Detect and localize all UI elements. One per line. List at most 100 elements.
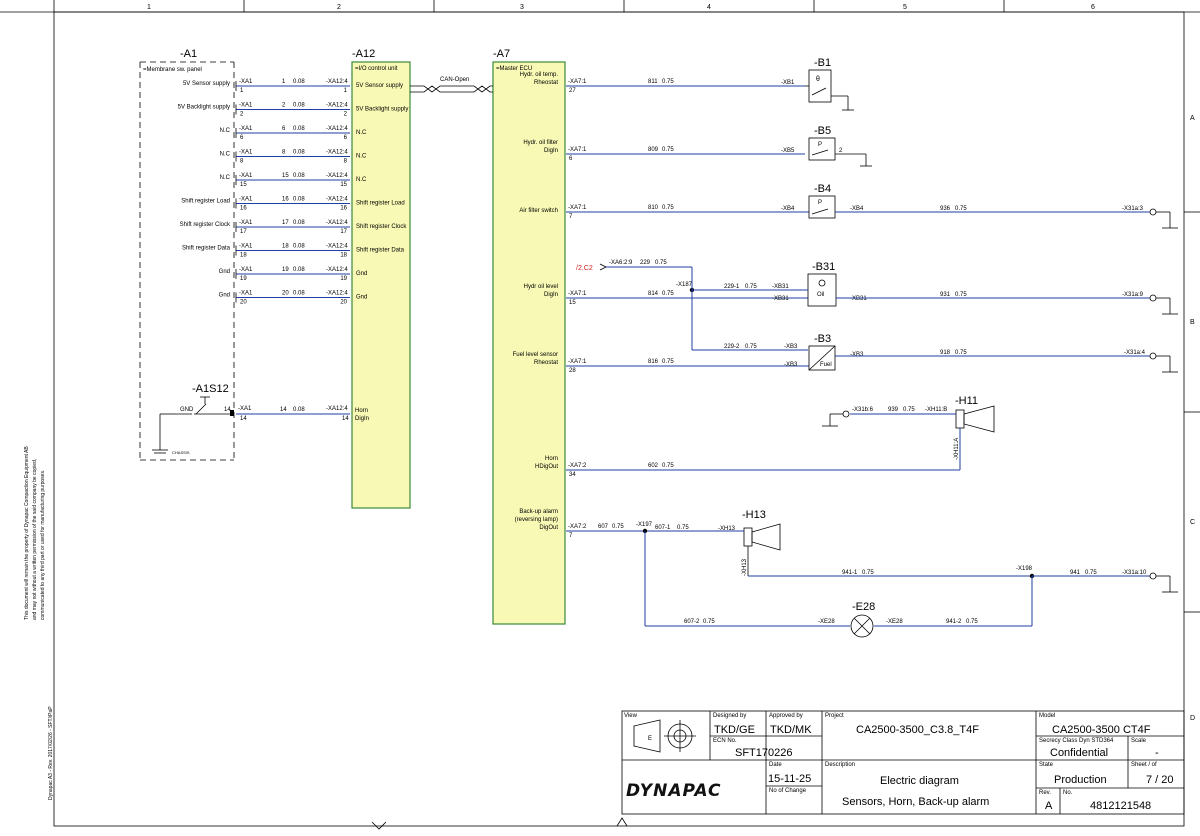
xe28-label-2: -XE28 <box>886 619 903 625</box>
column-6: 6 <box>1091 4 1095 11</box>
a1-xa1-label: -XA1 <box>239 244 253 250</box>
a7-title: -A7 <box>493 48 510 60</box>
wire-number: 811 <box>648 79 658 85</box>
b1-title: -B1 <box>814 57 831 69</box>
a7-row-label: HDigOut <box>535 464 558 470</box>
wire-gauge: 0.08 <box>293 173 305 179</box>
w607-1-gauge: 0.75 <box>677 525 689 531</box>
a1-row-label: Gnd <box>219 293 230 299</box>
row-c: C <box>1190 519 1195 526</box>
b4-title: -B4 <box>814 183 831 195</box>
xb3-label-1: -XB3 <box>784 344 798 350</box>
wire-number: 809 <box>648 147 659 153</box>
xh13-label-2: -XH13 <box>742 558 748 576</box>
a7-row-label: Hydr oil level <box>524 284 558 290</box>
w941-2-gauge: 0.75 <box>966 619 978 625</box>
xb3-label-3: -XB3 <box>850 352 864 358</box>
a7-pin: 34 <box>569 472 576 478</box>
a7-pin: 7 <box>569 214 573 220</box>
a1-xa1-label: -XA1 <box>239 291 253 297</box>
a12-connector-label: -XA12:4 <box>326 126 348 132</box>
a12-connector-label: -XA12:4 <box>326 197 348 203</box>
a1-pin: 1 <box>240 88 244 94</box>
a7-pin: 7 <box>569 533 573 539</box>
secrecy-label: Secrecy Class Dyn STD364 <box>1039 738 1114 744</box>
sheet-label: Sheet / of <box>1131 762 1157 768</box>
a1-xa1-label: -XA1 <box>239 197 253 203</box>
a12-row-label: N.C <box>356 130 367 136</box>
a1-pin: 18 <box>240 253 247 259</box>
wire-gauge: 0.75 <box>662 291 674 297</box>
secrecy-value: Confidential <box>1050 747 1108 759</box>
b3-fuel: Fuel <box>820 362 832 368</box>
wire-gauge: 0.08 <box>293 197 305 203</box>
wire-gauge: 0.08 <box>293 79 305 85</box>
a1-row-label: Shift register Load <box>181 199 230 205</box>
nochange-label: No of Change <box>769 788 807 794</box>
w229-gauge: 0.75 <box>655 260 667 266</box>
x31a4-label: -X31a:4 <box>1124 350 1146 356</box>
column-2: 2 <box>337 4 341 11</box>
wire-number: 18 <box>282 244 289 250</box>
wire-gauge: 0.08 <box>293 220 305 226</box>
a12-pin: 6 <box>344 135 348 141</box>
w939-gauge: 0.75 <box>903 407 915 413</box>
template-note: Dynapac A3 - Rev. 2017/02/26 - SFT/iPaP <box>48 706 54 800</box>
page-reference: /2.C2 <box>576 265 593 272</box>
w936: 936 <box>940 206 951 212</box>
xh11a-label: -XH11:A <box>954 438 960 460</box>
a12-pin: 2 <box>344 112 348 118</box>
wire-gauge: 0.08 <box>293 103 305 109</box>
column-1: 1 <box>147 4 151 11</box>
b31-oil-level-sensor: -B31 Oil -XB31 -XB31 -XB31 931 0.75 -X31… <box>772 261 1178 315</box>
a7-row-label: Hydr. oil temp. <box>520 72 559 78</box>
a7-connector-label: -XA7:2 <box>568 524 587 530</box>
wire-number: 16 <box>282 197 289 203</box>
a1-row-label: N.C <box>220 128 231 134</box>
b5-oil-filter-switch: -B5 P 2 -XB5 <box>781 125 872 167</box>
a7-connector-label: -XA7:1 <box>568 205 587 211</box>
a12-row-label: N.C <box>356 154 367 160</box>
h11-horn: -H11 -XH11:A -X31b:6 939 0.75 -XH11:B <box>822 395 995 470</box>
can-open-bus: CAN-Open <box>410 77 493 93</box>
rev-value: A <box>1045 800 1053 812</box>
a12-io-control-unit: -A12 =I/O control unit <box>351 48 411 509</box>
w941-2: 941-2 <box>946 619 962 625</box>
a12-subtitle: =I/O control unit <box>355 66 398 72</box>
scale-value: - <box>1155 747 1159 759</box>
b5-p: P <box>818 142 822 148</box>
wire-number: 15 <box>282 173 289 179</box>
xh11b-label: -XH11:B <box>925 407 947 413</box>
w229-1: 229-1 <box>724 284 740 290</box>
wire-number: 816 <box>648 359 659 365</box>
a12-row-label: 5V Backlight supply <box>356 107 408 113</box>
w939: 939 <box>888 407 899 413</box>
a1-pin: 15 <box>240 182 247 188</box>
wire-gauge: 0.08 <box>293 150 305 156</box>
xb5-label: -XB5 <box>781 148 795 154</box>
wire-gauge: 0.08 <box>293 126 305 132</box>
a1-pin: 19 <box>240 276 247 282</box>
w607-2-gauge: 0.75 <box>703 619 715 625</box>
wire-gauge: 0.75 <box>662 147 674 153</box>
a7-connector-label: -XA7:2 <box>568 463 587 469</box>
oil-level-branch: /2.C2 -XA6:2:9 229 0.75 -X187 229-1 0.75… <box>576 260 808 351</box>
w936-gauge: 0.75 <box>955 206 967 212</box>
a1-pin: 6 <box>240 135 244 141</box>
a7-row-label: DigOut <box>539 525 558 531</box>
a12-pin: 1 <box>344 88 348 94</box>
a1-row-label: Shift register Clock <box>180 222 231 228</box>
a1s12-title: -A1S12 <box>192 383 229 395</box>
xa6-label: -XA6:2:9 <box>609 260 633 266</box>
e28-title: -E28 <box>852 601 875 613</box>
a7-row-label: Rheostat <box>534 360 558 366</box>
b1-theta: θ <box>816 76 820 83</box>
desc-line-2: Sensors, Horn, Back-up alarm <box>842 796 989 808</box>
